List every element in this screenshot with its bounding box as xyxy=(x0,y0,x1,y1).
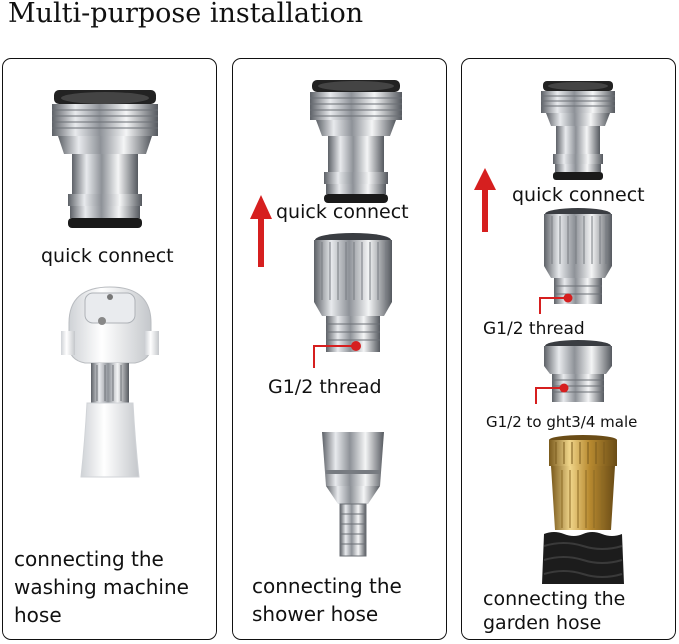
g12-to-ght34-adapter-image xyxy=(544,340,612,402)
caption-line: garden hose xyxy=(483,612,602,634)
garden-hose-caption: connecting the garden hose xyxy=(483,587,625,635)
up-arrow-icon xyxy=(474,168,496,232)
caption-line: connecting the xyxy=(14,547,164,571)
quick-connect-label: quick connect xyxy=(512,184,645,206)
adapter-label: G1/2 to ght3/4 male xyxy=(486,413,638,431)
caption-line: washing machine xyxy=(14,575,189,599)
thread-pointer-icon xyxy=(313,341,361,368)
washing-machine-caption: connecting the washing machine hose xyxy=(14,545,189,629)
caption-line: shower hose xyxy=(252,602,379,626)
washing-machine-hose-image xyxy=(61,286,159,478)
shower-hose-fitting-image xyxy=(322,432,384,557)
quick-connect-image xyxy=(541,81,615,180)
thread-label: G1/2 thread xyxy=(268,376,382,398)
brass-garden-hose-fitting-image xyxy=(542,435,624,584)
shower-hose-caption: connecting the shower hose xyxy=(252,572,402,628)
g12-female-adapter-image xyxy=(314,233,392,352)
quick-connect-label: quick connect xyxy=(41,245,174,267)
thread-pointer-icon xyxy=(535,383,569,404)
thread-pointer-icon xyxy=(539,293,573,314)
quick-connect-label: quick connect xyxy=(276,201,409,223)
up-arrow-icon xyxy=(250,195,272,267)
quick-connect-image xyxy=(310,80,402,203)
caption-line: connecting the xyxy=(252,574,402,598)
thread-label: G1/2 thread xyxy=(483,319,585,339)
quick-connect-image xyxy=(52,90,158,228)
caption-line: connecting the xyxy=(483,588,626,610)
caption-line: hose xyxy=(14,603,62,627)
g12-female-adapter-image xyxy=(544,208,612,304)
page-title: Multi-purpose installation xyxy=(8,0,364,29)
